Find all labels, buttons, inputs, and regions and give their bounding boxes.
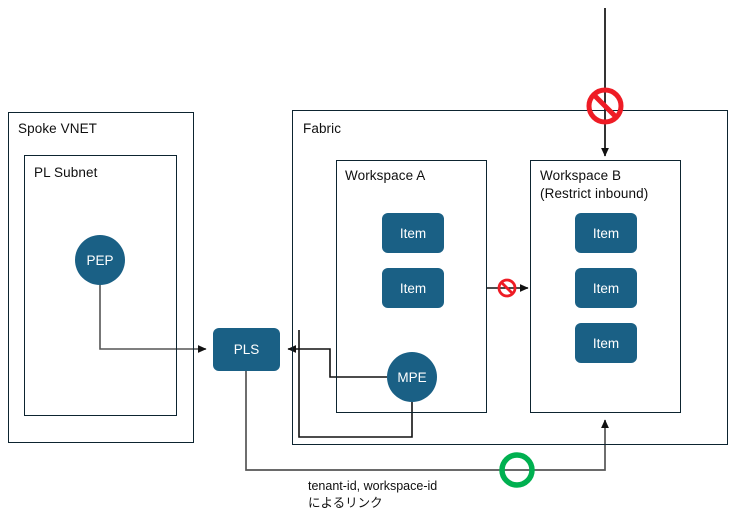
node-item-b3[interactable]: Item [575, 323, 637, 363]
node-item-a1-label: Item [399, 225, 427, 241]
container-workspace-a [336, 160, 487, 413]
edge-pls-private-link [245, 371, 609, 471]
node-pep-label: PEP [86, 252, 114, 268]
container-workspace-b [530, 160, 681, 413]
container-label-spoke-vnet: Spoke VNET [18, 121, 98, 136]
node-item-b1[interactable]: Item [575, 213, 637, 253]
node-item-a2-label: Item [399, 280, 427, 296]
container-pl-subnet [24, 155, 177, 416]
container-label-fabric: Fabric [303, 121, 342, 136]
edge-fabric-rail [298, 330, 413, 438]
edge-label-link-key: tenant-id, workspace-id によるリンク [308, 479, 438, 510]
edge-mpe-to-pls [287, 345, 387, 378]
node-item-b3-label: Item [592, 335, 620, 351]
node-mpe-label: MPE [397, 369, 427, 385]
edge-pep-to-pls [99, 285, 207, 353]
node-pls-label: PLS [233, 342, 260, 357]
node-mpe[interactable]: MPE [387, 352, 437, 402]
node-item-b2[interactable]: Item [575, 268, 637, 308]
container-label-workspace-a: Workspace A [345, 168, 426, 183]
node-item-b2-label: Item [592, 280, 620, 296]
container-fabric [292, 110, 728, 445]
container-spoke-vnet [8, 112, 194, 443]
node-pls[interactable]: PLS [213, 328, 280, 371]
node-item-b1-label: Item [592, 225, 620, 241]
node-item-a2[interactable]: Item [382, 268, 444, 308]
node-item-a1[interactable]: Item [382, 213, 444, 253]
node-pep[interactable]: PEP [75, 235, 125, 285]
container-label-pl-subnet: PL Subnet [34, 165, 98, 180]
container-label-workspace-b: Workspace B (Restrict inbound) [540, 168, 649, 201]
